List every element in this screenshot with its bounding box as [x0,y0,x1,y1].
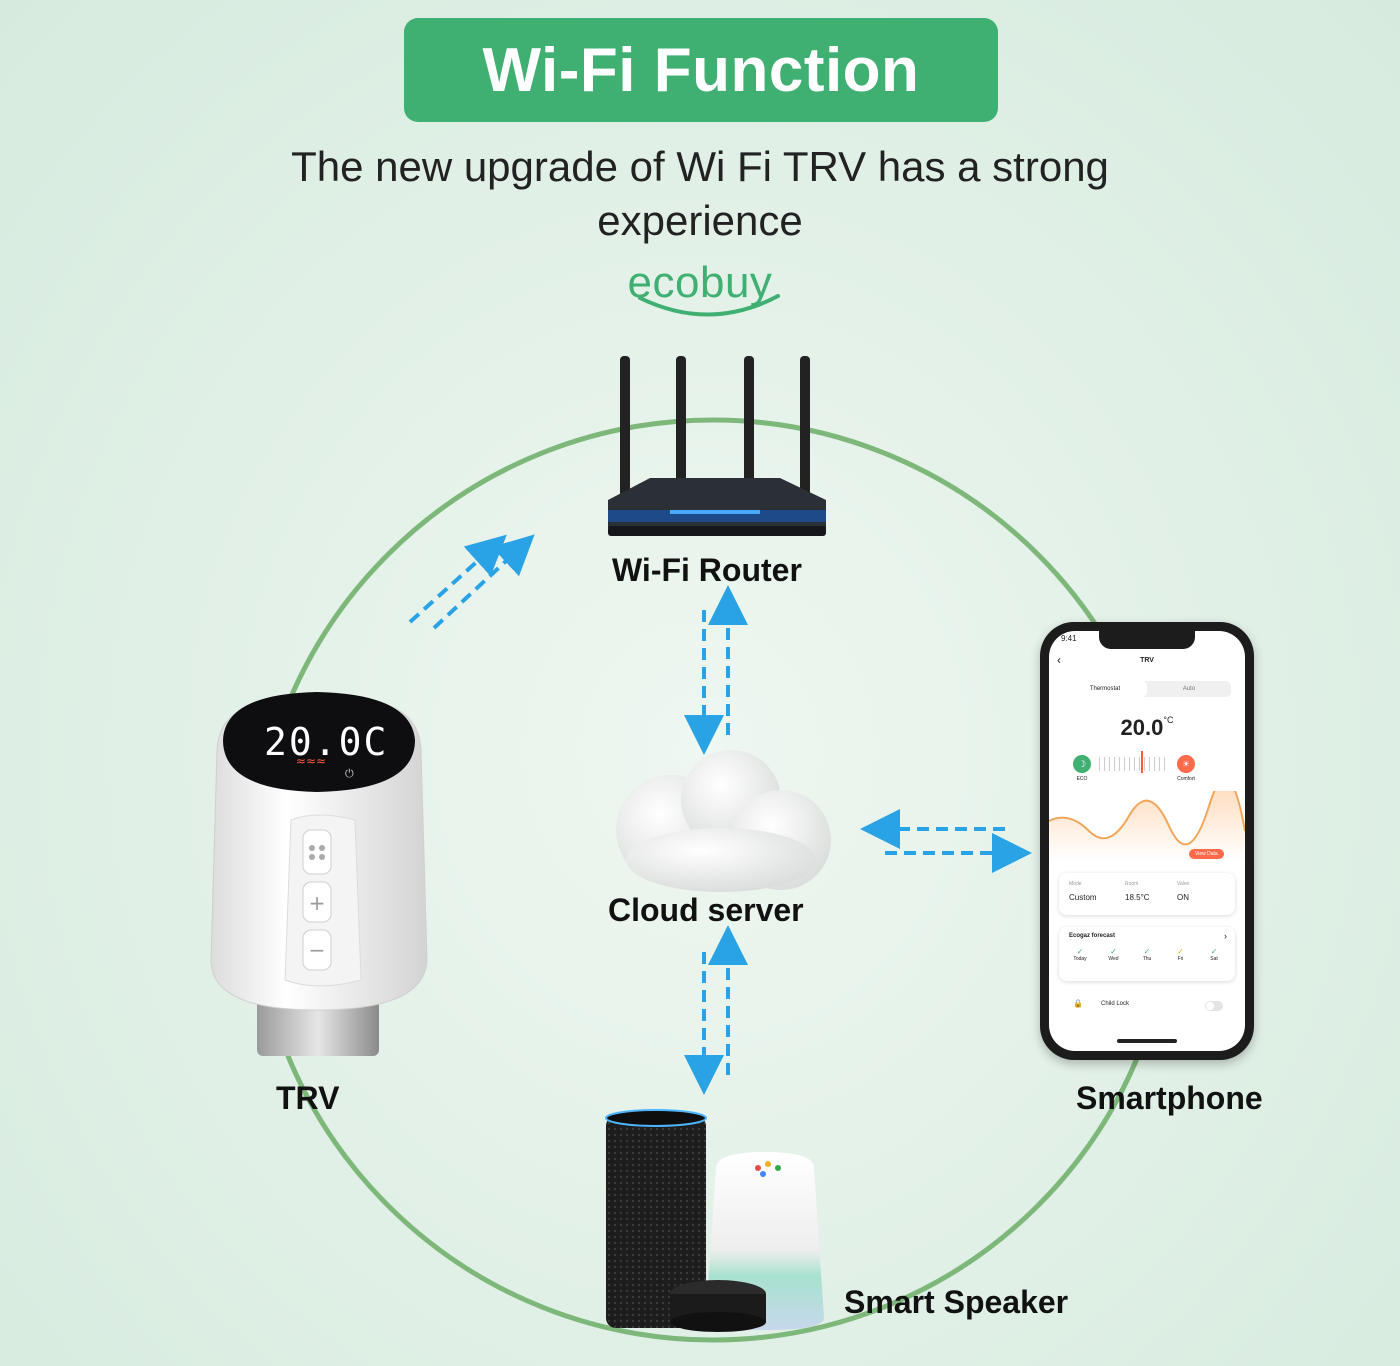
check-circle-icon: ✓ [1177,947,1184,956]
stat-label-room: Room [1125,881,1139,887]
forecast-title: Ecogaz forecast [1069,933,1116,939]
toggle-knob [1206,1002,1214,1010]
svg-text:+: + [309,891,326,915]
phone-screen-title: TRV [1140,657,1154,664]
forecast-day-label: Wed [1108,956,1119,962]
forecast-chevron-icon[interactable]: › [1224,931,1227,941]
tab-thermostat[interactable]: Thermostat [1063,681,1147,697]
subtitle-line-2: experience [597,197,803,244]
forecast-card: Ecogaz forecast › ✓Today ✓Wed ✓Thu ✓Fri … [1059,927,1235,981]
view-data-button[interactable]: View Data [1189,849,1224,859]
smartphone-device: 9:41 ‹ TRV Thermostat Auto 20.0°C ☽ ECO … [1040,622,1254,1060]
check-circle-icon: ✓ [1210,947,1218,956]
arrows-cloud-phone [860,809,1032,873]
arrows-cloud-speaker [684,925,748,1095]
stat-value-valve: ON [1177,893,1189,902]
title-banner: Wi-Fi Function [404,18,998,122]
svg-text:≈≈≈: ≈≈≈ [296,754,326,768]
subtitle-line-1: The new upgrade of Wi Fi TRV has a stron… [291,143,1109,190]
brand-name: ecobuy [627,258,773,307]
cloud-label: Cloud server [608,892,804,928]
phone-temperature: 20.0°C [1049,715,1245,741]
speaker-label: Smart Speaker [844,1284,1069,1320]
phone-tabs: Thermostat Auto [1063,681,1231,697]
arrows-trv-router [408,534,535,630]
phone-status-time: 9:41 [1061,634,1077,643]
trv-display-temperature: 20.0C [264,720,389,764]
temperature-slider-marker [1141,751,1143,773]
check-circle-icon: ✓ [1076,947,1084,956]
phone-screen: 9:41 ‹ TRV Thermostat Auto 20.0°C ☽ ECO … [1049,631,1245,1051]
svg-text:⏻: ⏻ [345,767,354,780]
forecast-day-label: Thu [1142,956,1152,962]
comfort-mode-icon[interactable]: ☀ [1177,755,1195,773]
home-indicator [1117,1039,1177,1043]
forecast-day-label: Sat [1210,956,1218,962]
forecast-day: ✓Thu [1132,947,1162,962]
child-lock-row: 🔒 Child Lock [1059,993,1235,1019]
phone-notch [1099,631,1195,649]
smart-speaker-icon [605,1109,824,1332]
forecast-day: ✓Wed [1099,947,1129,962]
forecast-day: ✓Fri [1166,947,1196,962]
comfort-mode-label: Comfort [1177,776,1195,782]
forecast-day-list: ✓Today ✓Wed ✓Thu ✓Fri ✓Sat [1065,947,1229,962]
forecast-day-label: Today [1073,956,1087,962]
stats-card: Mode Room Valve Custom 18.5°C ON [1059,873,1235,915]
tab-auto[interactable]: Auto [1182,686,1196,692]
stat-value-room: 18.5°C [1125,893,1150,902]
brand-smile-icon [638,294,780,317]
child-lock-label: Child Lock [1101,1001,1130,1007]
check-circle-icon: ✓ [1110,947,1117,956]
history-wave-chart [1049,791,1245,861]
temperature-slider[interactable] [1099,757,1169,771]
stat-value-mode: Custom [1069,893,1097,902]
smartphone-label: Smartphone [1076,1080,1263,1116]
phone-temperature-unit: °C [1163,715,1174,725]
subtitle: The new upgrade of Wi Fi TRV has a stron… [200,140,1200,248]
forecast-day-label: Fri [1177,956,1184,962]
forecast-day: ✓Today [1065,947,1095,962]
stat-label-valve: Valve [1177,881,1190,887]
trv-label: TRV [276,1080,340,1116]
router-label: Wi-Fi Router [612,552,802,588]
arrows-router-cloud [684,585,748,755]
brand-logo: ecobuy [560,258,840,324]
lock-icon: 🔒 [1073,999,1083,1008]
trv-device-icon: + − ≈≈≈ ⏻ [210,692,428,1056]
phone-temperature-value: 20.0 [1120,715,1164,740]
child-lock-toggle[interactable] [1205,1001,1223,1011]
check-circle-icon: ✓ [1143,947,1151,956]
forecast-day: ✓Sat [1199,947,1229,962]
page-title: Wi-Fi Function [482,35,920,105]
eco-mode-label: ECO [1076,776,1088,782]
cloud-icon [616,750,831,892]
phone-back-icon[interactable]: ‹ [1057,653,1061,667]
router-icon [608,356,826,536]
eco-mode-icon[interactable]: ☽ [1073,755,1091,773]
svg-text:−: − [309,938,326,962]
stat-label-mode: Mode [1069,881,1082,887]
